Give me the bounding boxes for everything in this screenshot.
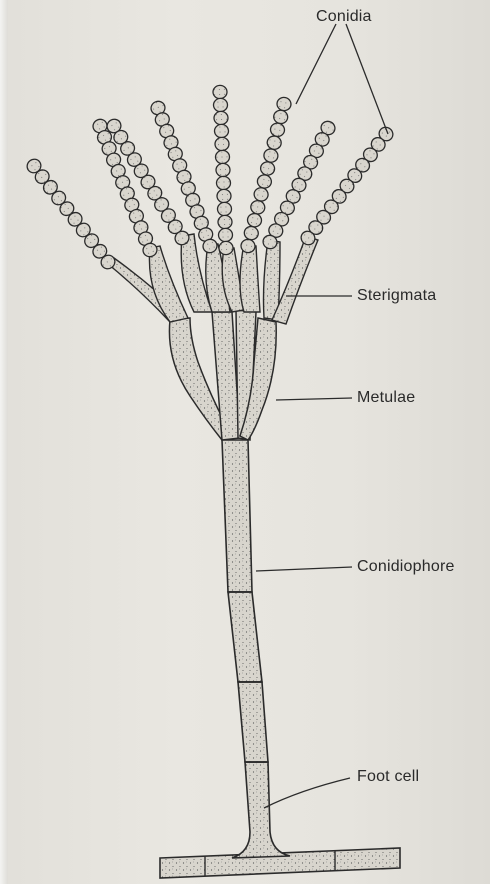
conidium (259, 160, 276, 176)
conidium (243, 225, 260, 241)
conidium (262, 147, 279, 163)
conidium (218, 228, 232, 242)
conidium (246, 212, 263, 228)
conidium (269, 122, 286, 138)
conidium (216, 176, 230, 190)
metulae (169, 310, 276, 440)
foot-cell (232, 762, 290, 858)
conidium (214, 124, 228, 138)
conidium (215, 137, 229, 151)
conidium (217, 202, 231, 216)
conidia-chains (24, 85, 395, 271)
conidium (218, 215, 232, 229)
conidium (215, 150, 229, 164)
conidium (266, 135, 283, 151)
label-metulae: Metulae (357, 389, 415, 407)
conidium (219, 241, 233, 255)
label-conidiophore: Conidiophore (357, 558, 455, 576)
label-foot-cell: Foot cell (357, 768, 419, 786)
conidium (213, 98, 227, 112)
label-sterigmata: Sterigmata (357, 287, 436, 305)
conidium (214, 111, 228, 125)
conidiophore-stalk (222, 440, 268, 762)
conidium (217, 189, 231, 203)
conidium (276, 96, 293, 112)
conidium (272, 109, 289, 125)
label-conidia: Conidia (316, 8, 372, 26)
conidium (256, 173, 273, 189)
conidium (253, 186, 270, 202)
conidium (249, 199, 266, 215)
conidium (213, 85, 227, 99)
conidium (216, 163, 230, 177)
